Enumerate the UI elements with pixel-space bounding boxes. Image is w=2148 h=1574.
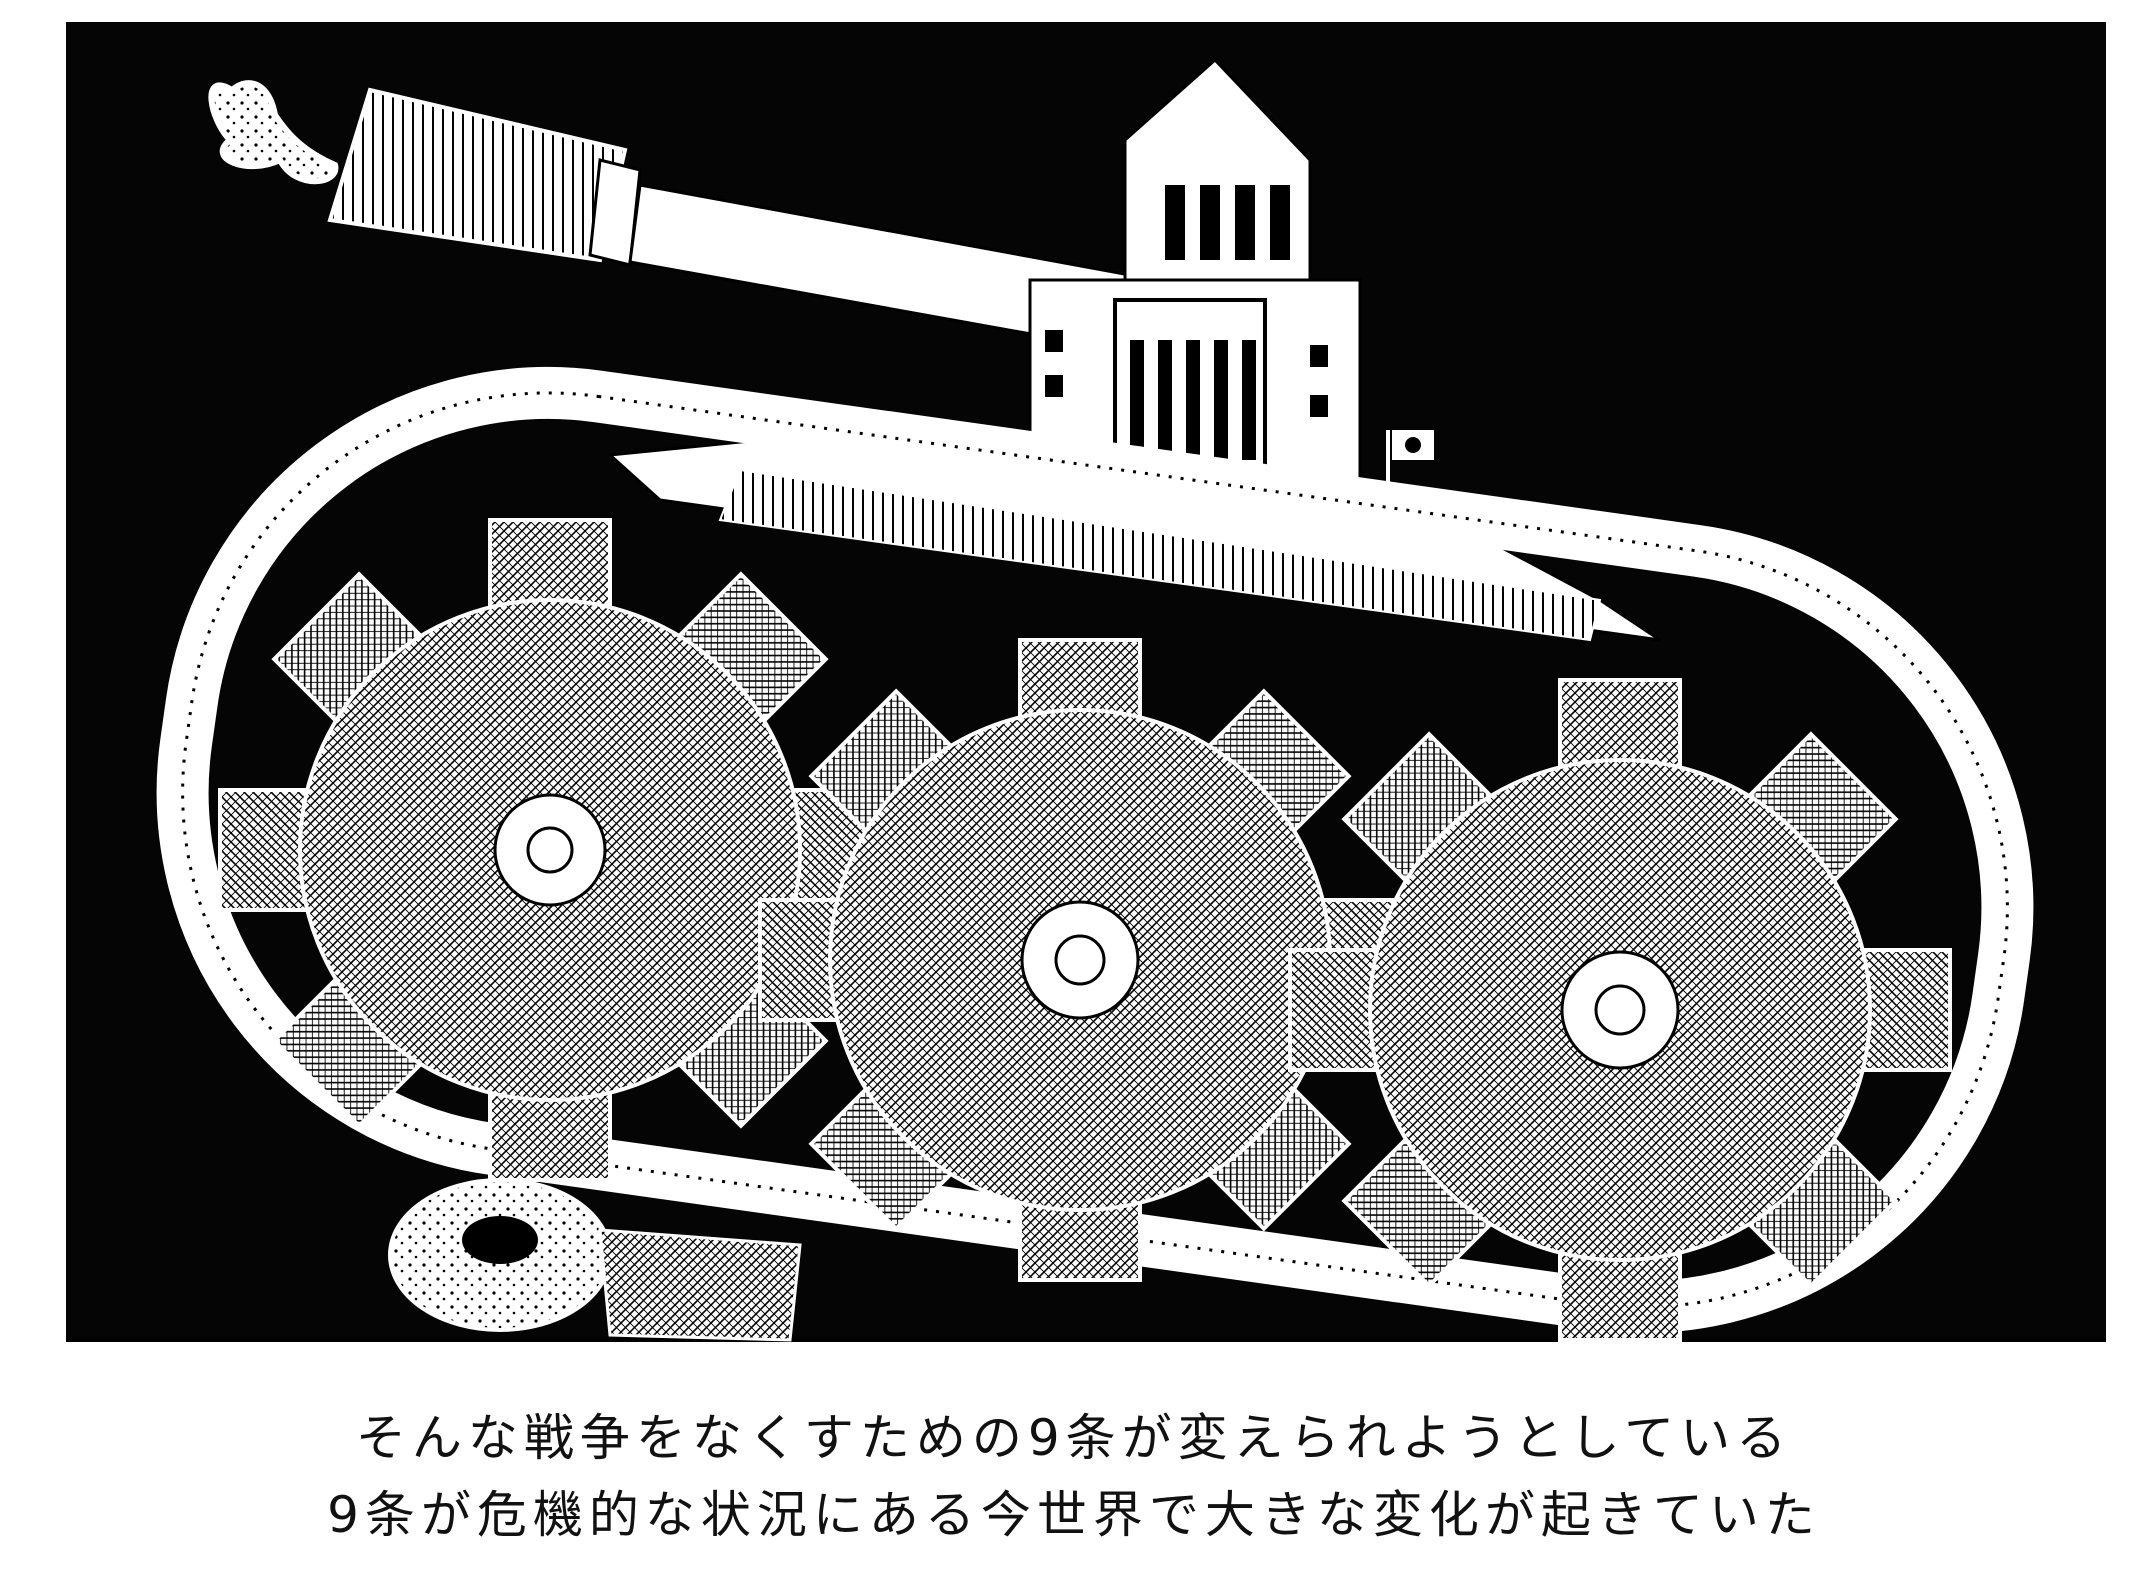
gear-wheel-center <box>758 638 1402 1282</box>
caption-line-2: 9条が危機的な状況にある今世界で大きな変化が起きていた <box>327 1486 1821 1544</box>
caption-line-1: そんな戦争をなくすための9条が変えられようとしている <box>355 1409 1793 1467</box>
smoke-puff <box>208 80 339 185</box>
ground <box>66 1338 2106 1370</box>
crushed-nine-character <box>388 1178 802 1342</box>
gear-wheel-right <box>1288 678 1952 1342</box>
parliament-turret <box>1028 57 1434 505</box>
gear-wheel-left <box>218 518 882 1182</box>
